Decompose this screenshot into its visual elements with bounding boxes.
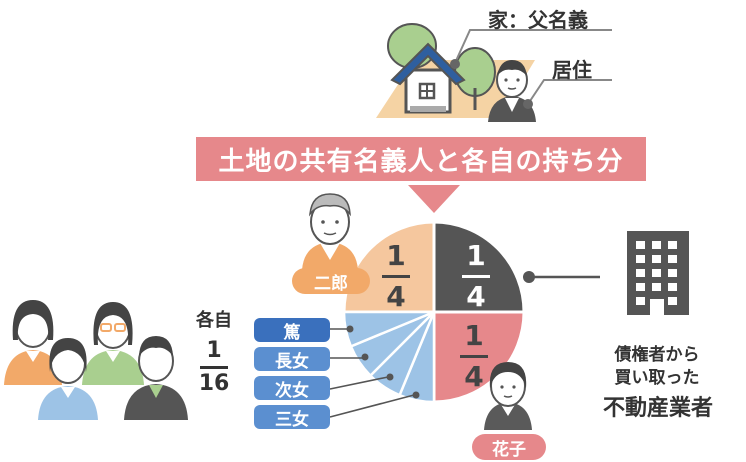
sibling-leader-lines (329, 328, 415, 418)
jiro-share-numerator: 1 (386, 239, 406, 272)
jiro-avatar-icon (302, 193, 358, 270)
building-window-icon (636, 241, 645, 249)
building-window-icon (652, 269, 661, 277)
house-residence-label: 居住 (552, 58, 592, 82)
jiro-share-denominator: 4 (386, 280, 406, 313)
house-ownership-label: 家：父名義 (488, 8, 588, 32)
building-window-icon (636, 283, 645, 291)
diagram-title: 土地の共有名義人と各自の持ち分 (196, 137, 646, 181)
hanako-avatar-icon (484, 362, 532, 430)
hanako-share-fraction: 1 4 (454, 322, 494, 391)
building-window-icon (668, 255, 677, 263)
sibling-badge-eldest-daughter: 長女 (254, 347, 330, 372)
residence-leader-line (527, 79, 612, 105)
sibling-badge-atsushi: 篤 (254, 318, 330, 343)
jiro-share-fraction: 1 4 (376, 242, 416, 311)
pie-slice-company (432, 220, 526, 314)
siblings-share-denominator: 16 (198, 371, 230, 396)
banner-arrow-icon (408, 185, 460, 213)
building-window-icon (636, 297, 645, 305)
house-icon (390, 42, 466, 114)
building-window-icon (668, 297, 677, 305)
building-window-icon (636, 269, 645, 277)
siblings-share-fraction: 1 16 (192, 340, 236, 395)
building-window-icon (668, 269, 677, 277)
hanako-share-numerator: 1 (464, 319, 484, 352)
company-share-fraction: 1 4 (456, 242, 496, 311)
pie-slices-siblings (342, 310, 436, 404)
hanako-name-badge: 花子 (472, 434, 546, 460)
ownership-leader-line (454, 29, 612, 64)
buyer-caption-line1: 債権者から (614, 345, 700, 365)
building-window-icon (636, 255, 645, 263)
jiro-name-badge: 二郎 (292, 268, 370, 294)
building-window-icon (668, 283, 677, 291)
office-building-icon (627, 231, 689, 315)
house-scene (376, 23, 612, 122)
siblings-group-icon (4, 300, 188, 420)
buyer-caption-line3: 不動産業者 (602, 396, 713, 421)
sibling-badge-second-daughter: 次女 (254, 376, 330, 401)
building-window-icon (652, 283, 661, 291)
hanako-share-denominator: 4 (464, 360, 484, 393)
building-window-icon (652, 241, 661, 249)
siblings-each-label: 各自 (196, 310, 232, 331)
company-share-numerator: 1 (466, 239, 486, 272)
company-share-denominator: 4 (466, 280, 486, 313)
siblings-share-numerator: 1 (206, 338, 222, 363)
building-window-icon (652, 255, 661, 263)
building-window-icon (668, 241, 677, 249)
buyer-caption-line2: 買い取った (614, 368, 700, 388)
sibling-badge-third-daughter: 三女 (254, 405, 330, 430)
building-door-icon (650, 299, 664, 315)
